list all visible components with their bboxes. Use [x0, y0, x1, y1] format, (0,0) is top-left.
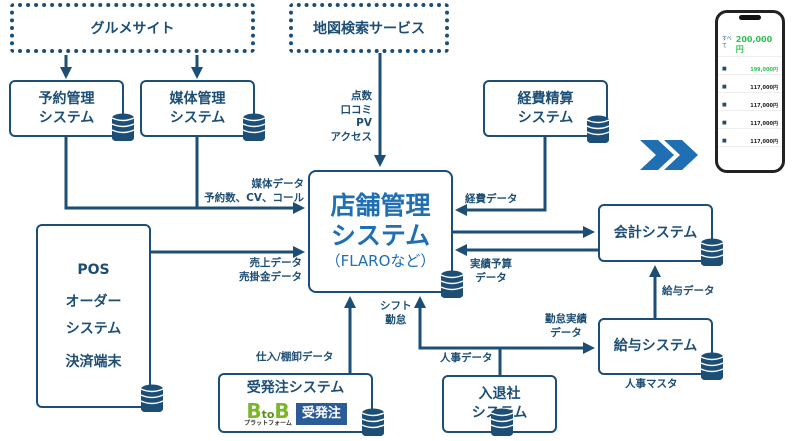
shift-label: シフト勤怠	[380, 300, 412, 326]
center-title-2: システム	[330, 221, 431, 251]
database-icon	[361, 408, 385, 436]
database-icon	[586, 115, 610, 143]
accounting-label: 会計システム	[613, 224, 698, 241]
media-data-label: 媒体データ予約数、CV、コール	[204, 178, 304, 204]
map-search-service: 地図検索サービス	[289, 3, 449, 53]
store-management-system: 店舗管理 システム （FLAROなど）	[308, 170, 453, 293]
expense-label: 経費精算	[517, 90, 574, 107]
order-label: オーダー	[65, 294, 122, 311]
ordering-system: 受発注システム BtoB プラットフォーム 受発注	[218, 373, 373, 433]
chevron-double-right-icon	[640, 140, 698, 170]
sales-data-label: 売上データ売掛金データ	[239, 257, 302, 283]
payroll-system: 給与システム	[598, 318, 713, 375]
center-title: 店舗管理	[330, 191, 431, 221]
database-icon	[242, 113, 266, 141]
media-label-2: システム	[169, 109, 226, 126]
stock-data-label: 仕入/棚卸データ	[256, 351, 334, 363]
pos-label: POS	[77, 261, 110, 278]
media-label: 媒体管理	[169, 90, 226, 107]
media-system: 媒体管理 システム	[140, 80, 255, 137]
reservation-system: 予約管理 システム	[9, 80, 124, 137]
budget-data-label: 実績予算データ	[470, 258, 512, 284]
attendance-data-label: 勤怠実績データ	[545, 313, 587, 339]
system-label: システム	[65, 321, 122, 337]
reservation-label: 予約管理	[38, 90, 95, 107]
gourmet-site: グルメサイト	[10, 3, 255, 53]
database-icon	[111, 113, 135, 141]
payment-terminal-label: 決済端末	[65, 353, 122, 370]
database-icon	[700, 352, 724, 380]
arrow-reservation-center	[64, 137, 305, 214]
accounting-system: 会計システム	[598, 204, 713, 262]
database-icon	[490, 408, 514, 436]
expense-label-2: システム	[517, 109, 574, 126]
ordering-badge: 受発注	[295, 403, 347, 425]
reservation-label-2: システム	[38, 109, 95, 126]
gourmet-site-label: グルメサイト	[90, 21, 175, 37]
database-icon	[440, 270, 464, 298]
ordering-label: 受発注システム	[246, 380, 345, 397]
center-subtitle: （FLAROなど）	[325, 252, 436, 271]
hr-label: 入退社	[478, 386, 521, 403]
pos-system: POS オーダー システム 決済端末	[36, 224, 151, 408]
expense-data-label: 経費データ	[465, 193, 518, 205]
arrow-expense-center	[455, 137, 547, 216]
btob-platform-logo: BtoB プラットフォーム 受発注	[244, 401, 347, 427]
hr-master-label: 人事マスタ	[625, 378, 678, 390]
payroll-data-label: 給与データ	[662, 285, 715, 297]
map-search-label: 地図検索サービス	[313, 21, 425, 37]
database-icon	[140, 384, 164, 412]
database-icon	[700, 238, 724, 266]
hr-data-label: 人事データ	[440, 352, 493, 364]
payroll-label: 給与システム	[613, 338, 698, 355]
